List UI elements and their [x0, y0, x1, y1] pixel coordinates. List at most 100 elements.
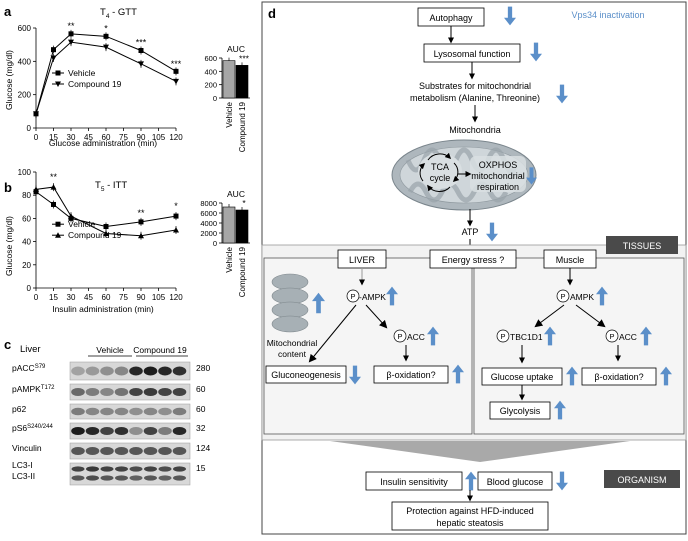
title-sub: 5	[101, 186, 105, 193]
blot-group-label: Compound 19	[133, 345, 187, 355]
blot-band	[71, 366, 85, 376]
blot-band	[158, 447, 172, 455]
blood-glucose-box	[477, 471, 553, 491]
liver-ampk-label: -AMPK	[359, 292, 386, 302]
protein-name: pS6	[12, 423, 27, 433]
substrates-line-1: Substrates for mitochondrial	[419, 81, 531, 91]
title-main: T	[100, 7, 106, 18]
mito-content-line-1: Mitochondrial	[267, 338, 318, 348]
panel-letter-b: b	[4, 180, 12, 195]
x-tick-label: 105	[152, 133, 166, 142]
phospho-label: P	[350, 292, 355, 301]
protein-name: p62	[12, 404, 26, 414]
energy-stress-box	[429, 249, 517, 269]
blot-band	[143, 407, 158, 416]
blot-band	[100, 466, 114, 472]
data-point	[33, 111, 39, 117]
muscle-tbc-label: TBC1D1	[510, 332, 543, 342]
data-point	[50, 55, 57, 61]
kda-marker: 60	[196, 404, 206, 414]
data-point	[33, 186, 39, 192]
legend-marker	[55, 70, 61, 76]
protein-name: Vinculin	[12, 443, 42, 453]
phospho-label: P	[397, 332, 402, 341]
blot-band	[71, 407, 85, 416]
data-point	[68, 39, 74, 46]
blot-band	[100, 427, 114, 435]
x-tick-label: 45	[84, 293, 93, 302]
legend-marker	[55, 81, 61, 87]
phospho-site: S79	[35, 364, 46, 370]
x-tick-label: 75	[119, 293, 128, 302]
data-point	[138, 232, 144, 239]
y-tick-label: 6000	[200, 209, 217, 218]
blot-band	[85, 447, 100, 455]
legend-label: Compound 19	[68, 79, 122, 89]
atp-label: ATP	[462, 227, 479, 237]
phospho-icon	[496, 329, 510, 343]
blot-band	[114, 447, 129, 455]
muscle-beta-ox-box	[581, 367, 657, 386]
funnel-shape	[330, 441, 630, 462]
y-tick-label: 2000	[200, 229, 217, 238]
panel-letter-d: d	[268, 6, 276, 21]
blot-band	[100, 388, 114, 396]
blot-band	[172, 427, 187, 435]
series-line	[35, 186, 177, 237]
data-point	[173, 227, 179, 233]
tca-line-2: cycle	[430, 173, 451, 183]
panel-d: d Vps34 inactivation Autophagy Lysosomal…	[261, 1, 687, 535]
blot-band	[172, 447, 187, 455]
y-tick-label: 400	[204, 67, 217, 76]
y-tick-label: 8000	[200, 199, 217, 208]
bar	[222, 60, 236, 99]
x-category-label: Vehicle	[225, 101, 234, 127]
blot-band	[172, 366, 187, 376]
y-tick-label: 40	[22, 238, 31, 247]
muscle-label: Muscle	[556, 255, 585, 265]
oxphos-line-3: respiration	[477, 182, 519, 192]
blot-band	[172, 407, 187, 416]
blot-band	[85, 388, 100, 396]
blot-row-label: p62	[12, 404, 26, 414]
series-line	[35, 33, 177, 114]
oxphos-line-2: mitochondrial	[471, 171, 525, 181]
blot-band	[129, 427, 143, 435]
liver-beta-ox-label: β-oxidation?	[386, 370, 435, 380]
series-line	[35, 41, 177, 114]
glucose-uptake-label: Glucose uptake	[491, 372, 554, 382]
significance-star: **	[67, 21, 75, 31]
blot-band	[158, 427, 172, 435]
legend-marker	[55, 221, 61, 227]
significance-star: *	[104, 23, 108, 33]
kda-marker: 280	[196, 363, 210, 373]
data-point	[103, 33, 109, 39]
blot-band	[173, 466, 186, 472]
x-tick-label: 120	[169, 133, 183, 142]
insulin-sensitivity-label: Insulin sensitivity	[380, 477, 448, 487]
data-point	[103, 224, 109, 230]
kda-marker: 60	[196, 384, 206, 394]
muscle-beta-ox-label: β-oxidation?	[594, 372, 643, 382]
blot-band	[71, 447, 85, 455]
blot-band	[158, 388, 172, 396]
bar	[235, 209, 249, 244]
blot-group-label: Vehicle	[96, 345, 124, 355]
legend-label: Vehicle	[68, 68, 96, 78]
blot-band	[143, 427, 158, 435]
vps34-label: Vps34 inactivation	[571, 10, 644, 20]
blot-band	[143, 388, 158, 396]
significance-star: ***	[239, 53, 250, 63]
blot-row-label: LC3-I	[12, 460, 33, 470]
protein-name: pAMPK	[12, 384, 41, 394]
kda-marker: 15	[196, 463, 206, 473]
data-point	[103, 44, 109, 51]
y-tick-label: 0	[27, 124, 32, 133]
auc-title: AUC	[227, 189, 245, 199]
